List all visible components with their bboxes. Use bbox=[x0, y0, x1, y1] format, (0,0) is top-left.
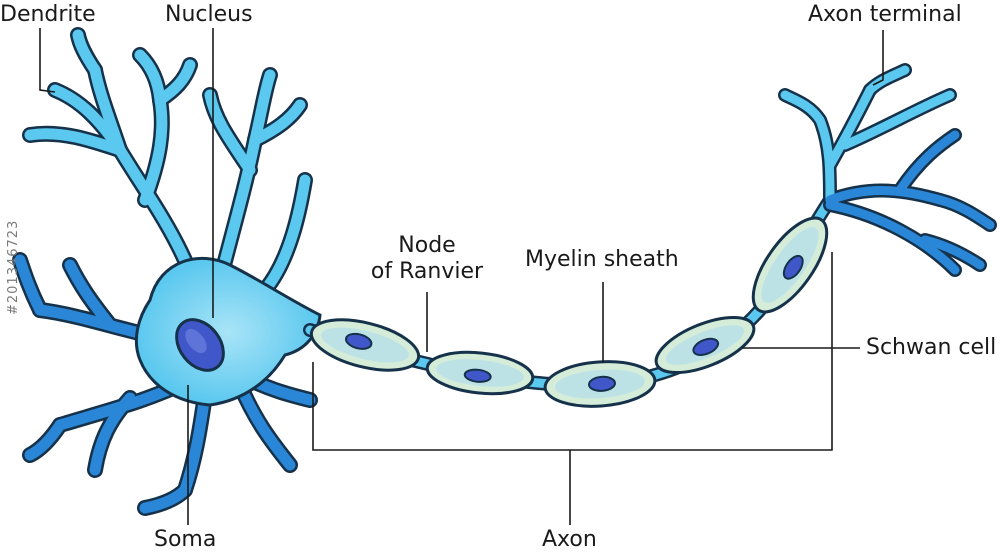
schwan-cell-label: Schwan cell bbox=[866, 335, 997, 360]
myelin-segment bbox=[425, 350, 535, 396]
node-of-ranvier-label: Node of Ranvier bbox=[357, 233, 497, 285]
node-of-ranvier-line2: of Ranvier bbox=[370, 259, 484, 284]
myelin-sheath-label: Myelin sheath bbox=[525, 247, 679, 272]
soma-body bbox=[134, 256, 322, 407]
dendrite-label: Dendrite bbox=[0, 2, 96, 27]
leader-lines bbox=[39, 28, 884, 525]
stock-watermark: #201346723 bbox=[6, 219, 21, 315]
nucleus-label: Nucleus bbox=[165, 2, 253, 27]
myelin-segment bbox=[654, 315, 756, 375]
axon-terminal-label: Axon terminal bbox=[808, 2, 962, 27]
node-of-ranvier-line1: Node bbox=[398, 233, 456, 258]
axon-terminal-branches bbox=[778, 63, 997, 277]
axon-label: Axon bbox=[542, 527, 597, 552]
myelin-segments bbox=[309, 216, 829, 408]
myelin-segment bbox=[543, 360, 657, 408]
myelin-segment bbox=[751, 216, 829, 314]
soma-label: Soma bbox=[154, 527, 217, 552]
myelin-segment bbox=[309, 318, 421, 372]
